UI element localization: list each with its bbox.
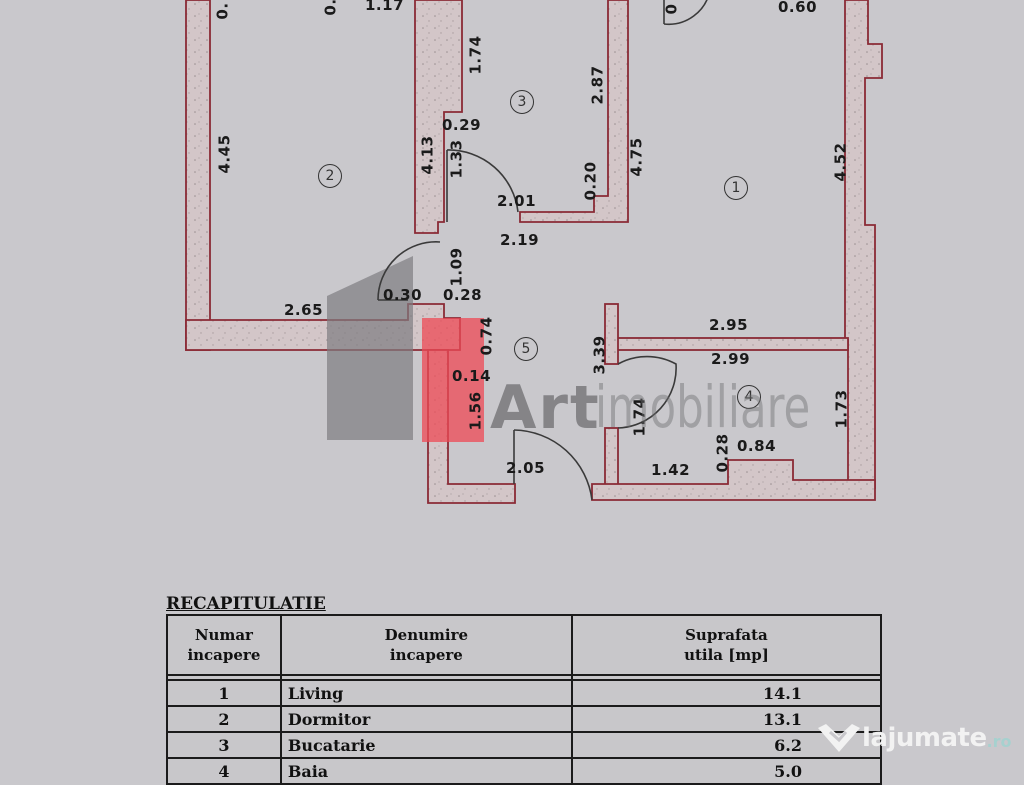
cell-name: Dormitor bbox=[279, 705, 573, 733]
cell-number: 4 bbox=[166, 757, 282, 785]
dim-label: 2.95 bbox=[709, 316, 749, 334]
dim-label: 2.65 bbox=[284, 301, 324, 319]
recap-title: RECAPITULATIE bbox=[166, 594, 326, 614]
room-2-marker: 2 bbox=[318, 164, 342, 188]
cell-area: 14.1 bbox=[570, 679, 883, 707]
cell-number: 2 bbox=[166, 705, 282, 733]
dim-label: 4.45 bbox=[215, 134, 234, 174]
room-3-marker: 3 bbox=[510, 90, 534, 114]
dim-label: 2.01 bbox=[497, 192, 537, 210]
dim-label: 2.19 bbox=[500, 231, 540, 249]
room-5-marker: 5 bbox=[514, 337, 538, 361]
dim-label: 1.33 bbox=[447, 139, 466, 179]
dim-label: 0.60 bbox=[778, 0, 818, 16]
dim-label: 4.52 bbox=[831, 142, 850, 182]
watermark-imobiliare: imobiliare bbox=[595, 373, 811, 441]
table-row: 3 Bucatarie 6.2 bbox=[166, 731, 883, 759]
cell-area: 5.0 bbox=[570, 757, 883, 785]
dim-label: 1.74 bbox=[466, 35, 485, 75]
logo-tld: .ro bbox=[986, 731, 1012, 751]
floor-plan: 1 2 3 4 5 0. 0. 1.17 0 0.60 4.45 4.13 1.… bbox=[185, 0, 883, 504]
room-1-marker: 1 bbox=[724, 176, 748, 200]
dim-label: 0.14 bbox=[452, 367, 492, 385]
dim-label: 0. bbox=[321, 0, 340, 16]
dim-label: 1.73 bbox=[832, 389, 851, 429]
dim-label: 0.74 bbox=[477, 316, 496, 356]
table-row: 2 Dormitor 13.1 bbox=[166, 705, 883, 733]
room-4-marker: 4 bbox=[737, 385, 761, 409]
dim-label: 2.99 bbox=[711, 350, 751, 368]
dim-label: 1.17 bbox=[365, 0, 405, 14]
dim-label: 0. bbox=[213, 2, 232, 20]
dim-label: 3.39 bbox=[590, 335, 609, 375]
dim-label: 0.84 bbox=[737, 437, 777, 455]
dim-label: 4.75 bbox=[627, 137, 646, 177]
dim-label: 1.56 bbox=[466, 391, 485, 431]
dim-label: 2.05 bbox=[506, 459, 546, 477]
dim-label: 2.87 bbox=[588, 65, 607, 105]
handshake-heart-icon bbox=[818, 724, 860, 752]
dim-label: 4.13 bbox=[418, 135, 437, 175]
lajumate-logo: lajumate .ro bbox=[816, 722, 1012, 754]
cell-name: Bucatarie bbox=[279, 731, 573, 759]
dim-label: 0 bbox=[662, 3, 681, 15]
dim-label: 1.42 bbox=[651, 461, 691, 479]
table-row: 4 Baia 5.0 bbox=[166, 757, 883, 785]
logo-text: lajumate bbox=[862, 723, 987, 753]
dim-label: 1.09 bbox=[447, 247, 466, 287]
dim-label: 0.20 bbox=[581, 161, 600, 201]
dim-label: 0.29 bbox=[442, 116, 482, 134]
table-row: 1 Living 14.1 bbox=[166, 679, 883, 707]
cell-name: Living bbox=[279, 679, 573, 707]
dim-label: 0.28 bbox=[443, 286, 483, 304]
cell-name: Baia bbox=[279, 757, 573, 785]
cell-area: 13.1 bbox=[570, 705, 883, 733]
floor-plan-walls bbox=[185, 0, 883, 504]
watermark-art: Art bbox=[490, 373, 601, 443]
cell-number: 1 bbox=[166, 679, 282, 707]
cell-number: 3 bbox=[166, 731, 282, 759]
dim-label: 0.30 bbox=[383, 286, 423, 304]
